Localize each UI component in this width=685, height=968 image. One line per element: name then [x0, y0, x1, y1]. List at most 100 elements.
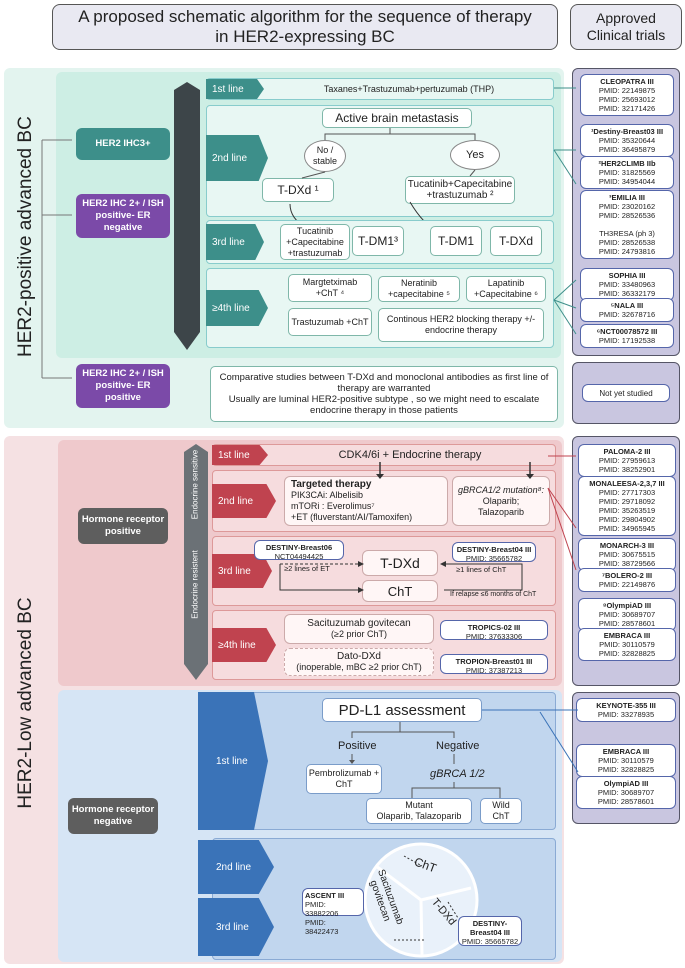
pembro-box: Pembrolizumab + ChT: [306, 764, 382, 794]
trial-pmid: PMID: 22149876: [598, 580, 656, 589]
trial-pmid: PMID: 32678716: [598, 310, 656, 319]
wild-box: Wild ChT: [480, 798, 522, 824]
line1-to-line2-arrows: [376, 462, 534, 479]
her2pos-tree: [41, 139, 72, 379]
tdm1-3rd-box: T-DM1³: [352, 226, 404, 256]
tdm1-box: T-DM1: [430, 226, 482, 256]
hrpos-line3-label: 3rd line: [212, 554, 272, 588]
trial-pmid: PMID: 34954044: [598, 177, 656, 186]
tdxd-3rd-line: T-DXd: [362, 550, 438, 576]
her2-ihc2-erpos-box: HER2 IHC 2+ / ISH positive- ER positive: [76, 364, 170, 408]
trial-pmid: PMID: 27959613: [598, 456, 656, 465]
her2pos-trial-arrows: [553, 87, 577, 335]
hrneg-line3-label: 3rd line: [198, 898, 274, 956]
not-yet-studied: Not yet studied: [582, 384, 670, 402]
trial-pmid: PMID: 28578601: [598, 619, 656, 628]
trastuzumab-cht-box: Trastuzumab +ChT: [288, 308, 372, 336]
trial-pmid: PMID: 34965945: [598, 524, 656, 533]
ge2-et-label: ≥2 lines of ET: [284, 564, 330, 573]
trial-pmid: PMID: 25693012: [598, 95, 656, 104]
her2-ihc3-box: HER2 IHC3+: [76, 128, 170, 160]
trial-name: SOPHIA III: [608, 271, 646, 280]
ge1-cht-label: ≥1 lines of ChT: [456, 565, 507, 574]
continuous-her2-box: Continous HER2 blocking therapy +/- endo…: [378, 308, 544, 342]
trial-pmid: PMID: 23020162: [598, 202, 656, 211]
neratinib-box: Neratinib +capecitabine ⁵: [378, 276, 460, 302]
hrneg-line2-label: 2nd line: [198, 840, 274, 894]
cht-3rd-line: ChT: [362, 580, 438, 602]
positive-label: Positive: [338, 740, 377, 752]
pdl1-box: PD-L1 assessment: [322, 698, 482, 722]
her2pos-line1-text: Taxanes+Trastuzumab+pertuzumab (THP): [323, 83, 495, 94]
trial-name: OlympiAD III: [603, 779, 649, 788]
trial-pmid: PMID: 33278935: [597, 710, 655, 719]
hrneg-trial-arrows: [482, 709, 579, 773]
dato-box: Dato-DXd (inoperable, mBC ≥2 prior ChT): [284, 648, 434, 676]
hrneg-line1-label: 1st line: [198, 692, 268, 830]
trial-pmid: PMID: 30675515: [598, 550, 656, 559]
her2low-side-label: HER2-Low advanced BC: [15, 597, 36, 809]
trial-pmid: PMID: 22149875: [598, 86, 656, 95]
tdxd-2nd-box: T-DXd ¹: [262, 178, 334, 202]
endo-resistant-label: Endocrine resistent: [190, 550, 200, 619]
negative-label: Negative: [436, 740, 480, 752]
endo-sensitive-label: Endocrine sensitive: [190, 449, 200, 520]
main-title: A proposed schematic algorithm for the s…: [52, 4, 558, 50]
trial-name: MONALEESA-2,3,7 III: [589, 479, 665, 488]
trials-header: Approved Clinical trials: [570, 4, 682, 50]
gbrca-label: gBRCA 1/2: [430, 768, 485, 780]
trial-pmid: PMID: 29804902: [598, 515, 656, 524]
trial-pmid: PMID: 32828825: [597, 765, 655, 774]
tdxd-3rd-box: T-DXd: [490, 226, 542, 256]
trial-pmid: PMID: 27717303: [598, 488, 656, 497]
tucatinib-2nd-box: Tucatinib+Capecitabine +trastuzumab ²: [405, 176, 515, 204]
hr-positive-box: Hormone receptor positive: [78, 508, 168, 544]
trial-name: PALOMA-2 III: [603, 447, 651, 456]
trial-pmid: PMID: 28526538: [598, 238, 656, 247]
trial-pmid: PMID: 30689707: [597, 788, 655, 797]
trial-pmid: PMID: 29718092: [598, 497, 656, 506]
trial-pmid: PMID: 35320644: [598, 136, 656, 145]
trial-pmid: TH3RESA (ph 3): [599, 229, 655, 238]
trial-pmid: PMID: 36495879: [598, 145, 656, 154]
relapse-label: If relapse ≤6 months of ChT: [450, 591, 537, 598]
targeted-therapy-box: Targeted therapy PIK3CAi: Albelisib mTOR…: [284, 476, 448, 526]
trial-pmid: PMID: 28526536: [598, 211, 656, 220]
trial-pmid: PMID: 24793816: [598, 247, 656, 256]
her2pos-side-label: HER2-positive advanced BC: [15, 116, 36, 357]
her2pos-line2-label: 2nd line: [206, 135, 268, 181]
brain-mets-box: Active brain metastasis: [322, 108, 472, 128]
erpos-comment-box: Comparative studies between T-DXd and mo…: [210, 366, 558, 422]
trial-pmid: PMID: 30689707: [598, 610, 656, 619]
her2pos-line3-label: 3rd line: [206, 224, 264, 260]
trial-name: EMBRACA III: [602, 747, 650, 756]
trial-pmid: PMID: 30110579: [598, 756, 654, 765]
sacituzumab-box: Sacituzumab govitecan (≥2 prior ChT): [284, 614, 434, 644]
trial-name: KEYNOTE-355 III: [596, 701, 656, 710]
third-line-arrows: [279, 561, 523, 593]
trial-pmid: PMID: 35263519: [598, 506, 656, 515]
trial-pmid: PMID: 33480963: [598, 280, 656, 289]
trial-name: ⁸OlympiAD III: [602, 601, 652, 610]
trial-name: MONARCH-3 III: [599, 541, 655, 550]
no-stable-oval: No / stable: [304, 140, 346, 172]
